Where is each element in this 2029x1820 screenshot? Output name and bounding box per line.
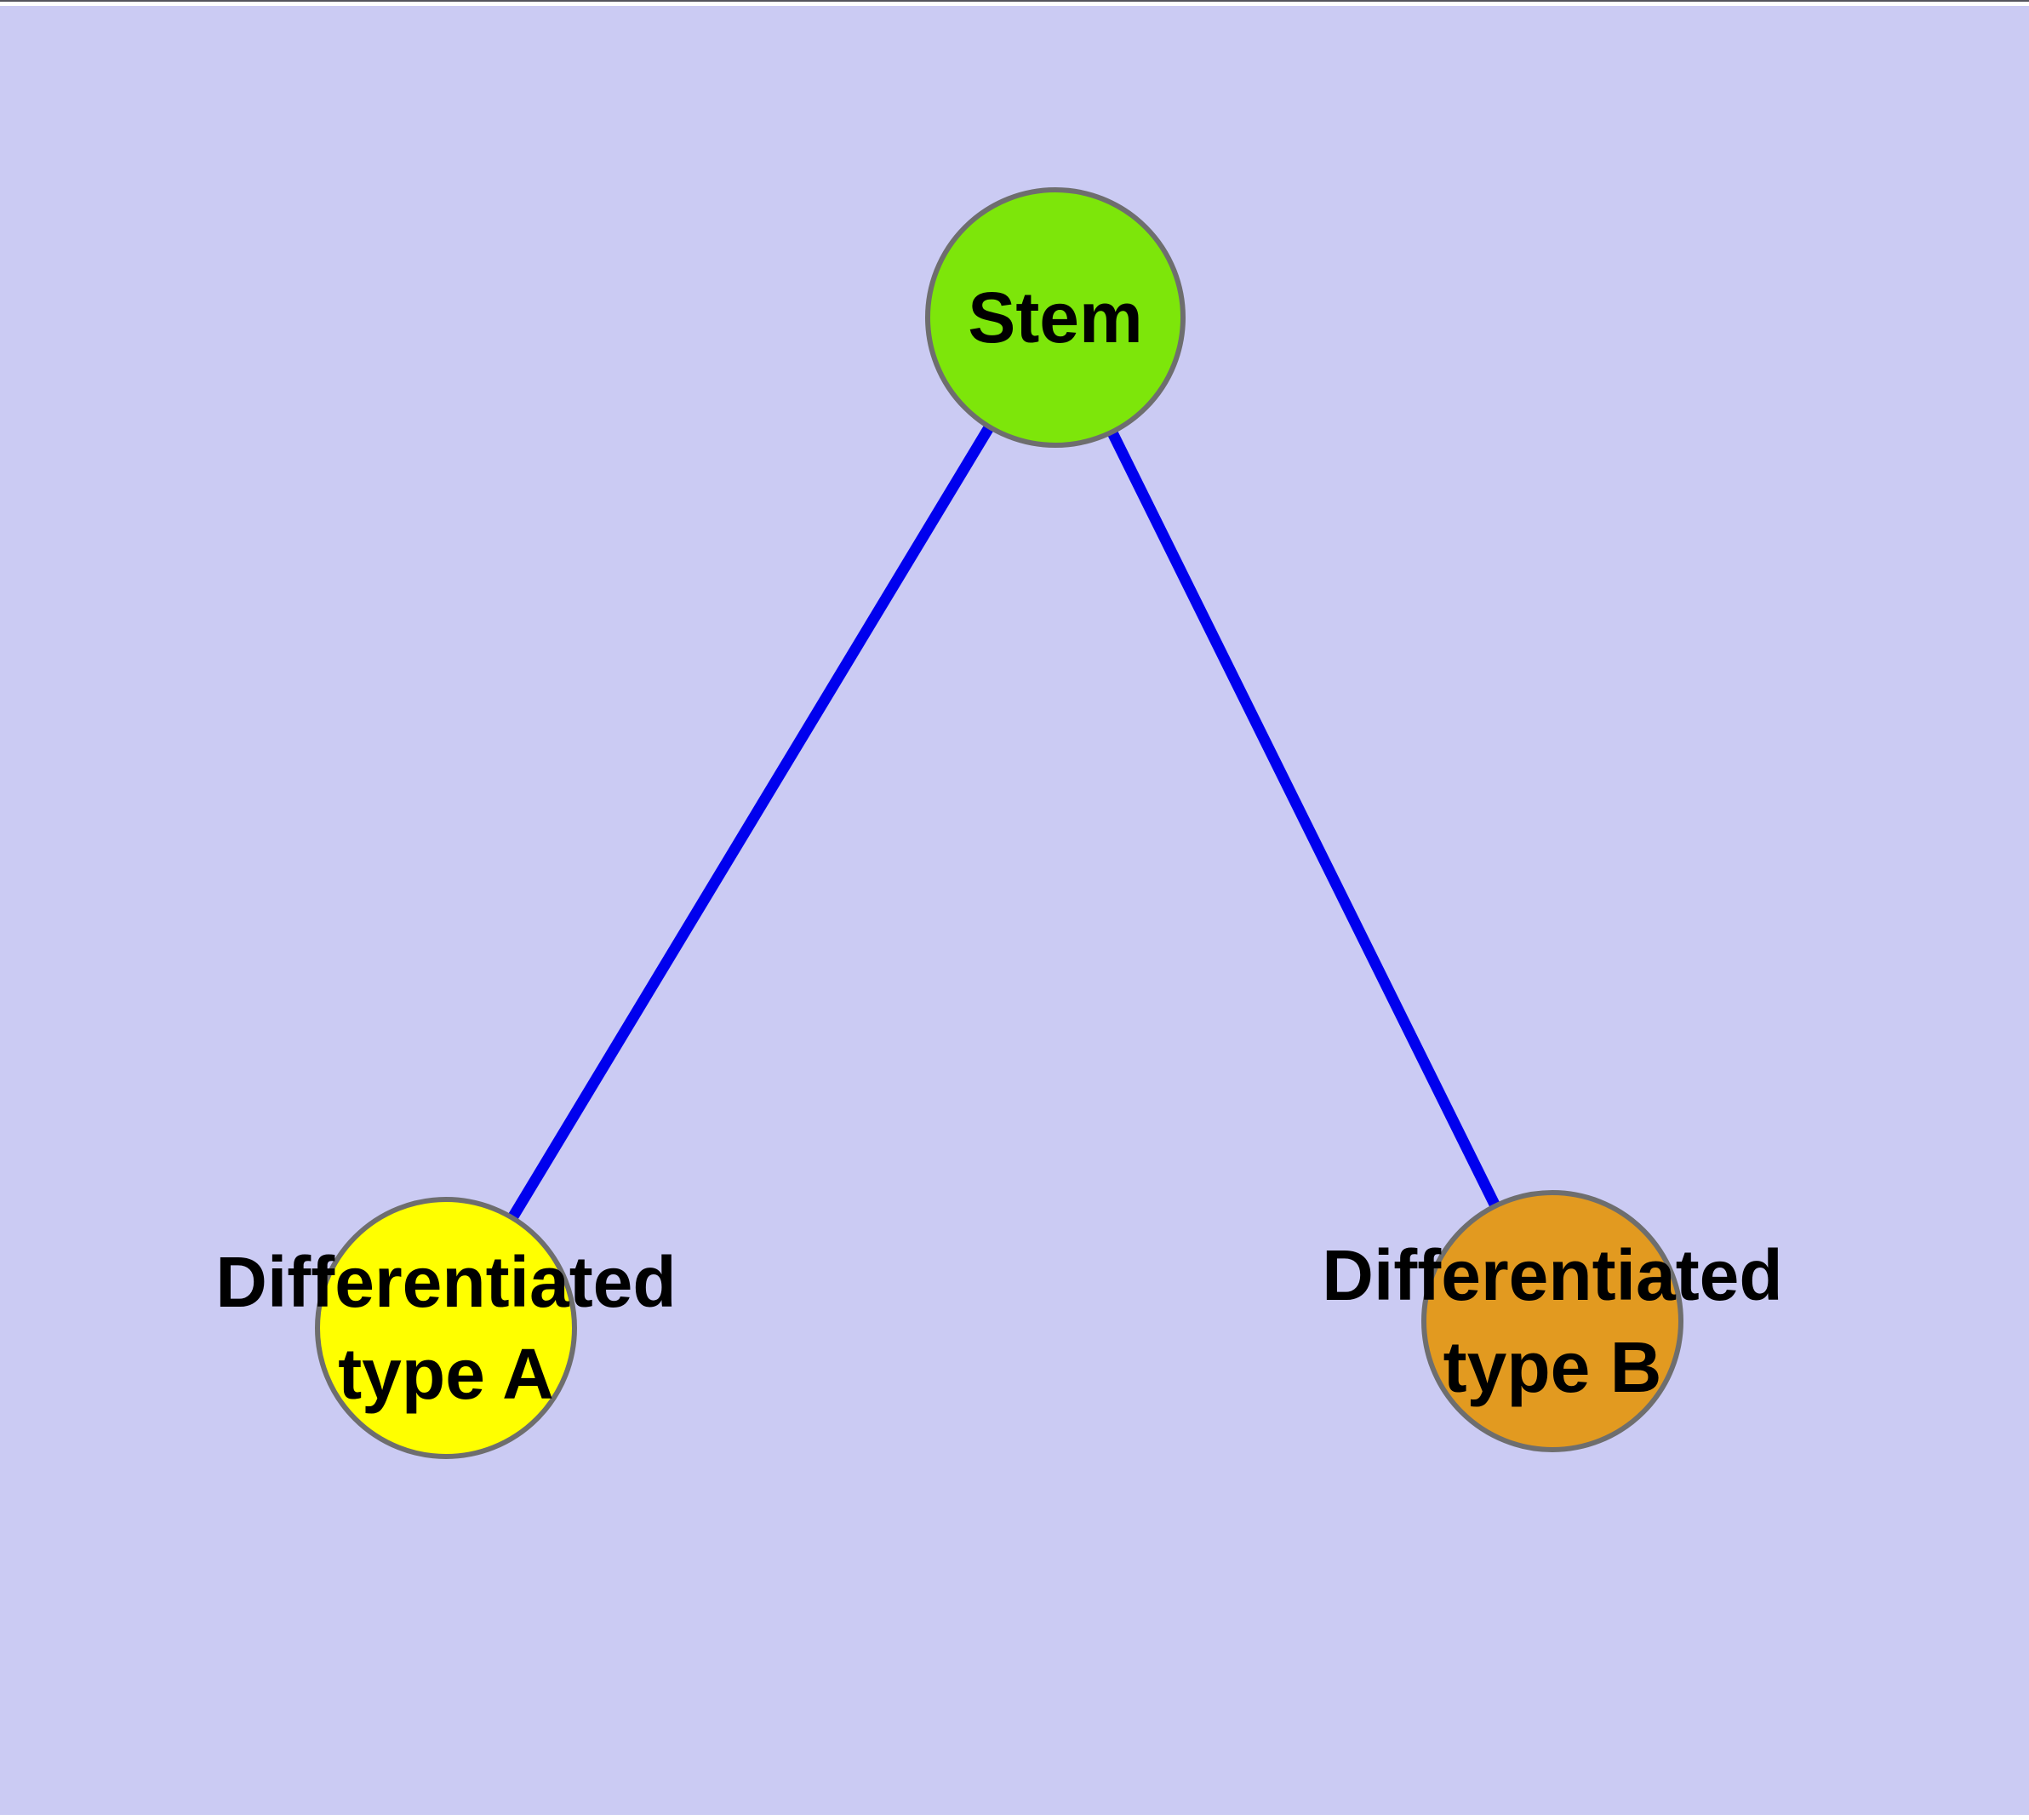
node-differentiated-type-a-circle[interactable] xyxy=(315,1197,577,1459)
node-differentiated-type-b-circle[interactable] xyxy=(1421,1190,1683,1452)
window-top-border xyxy=(0,0,2029,2)
node-stem-circle[interactable] xyxy=(925,187,1186,448)
diagram-canvas: Stem Differentiated type A Differentiate… xyxy=(0,6,2029,1815)
graph-layer xyxy=(315,187,1683,1459)
edge-stem-to-type-b xyxy=(1050,315,1557,1324)
edge-stem-to-type-a xyxy=(441,314,1060,1331)
